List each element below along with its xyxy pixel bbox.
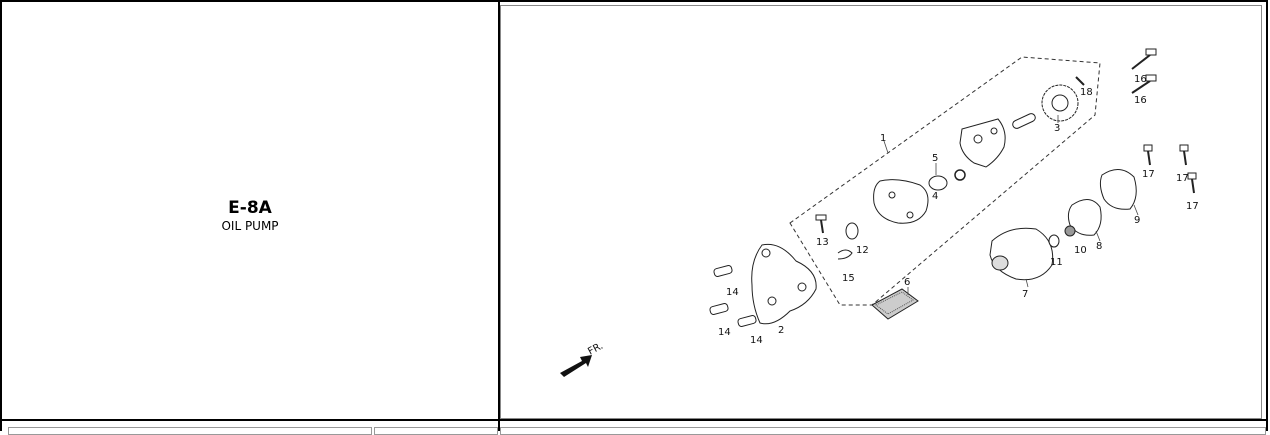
part-13-screw xyxy=(815,214,827,234)
parts-table-header-row xyxy=(2,419,1268,435)
table-cell-b xyxy=(374,427,498,435)
callout-14b: 14 xyxy=(718,327,731,338)
direction-label: FR. xyxy=(586,341,605,358)
part-7-housing xyxy=(989,227,1054,281)
part-4-inner-rotor xyxy=(954,169,966,181)
exploded-parts-diagram: FR. xyxy=(560,48,1199,377)
callout-7: 7 xyxy=(1022,289,1028,300)
part-18-pin xyxy=(1075,76,1085,86)
part-15-clip xyxy=(837,249,853,260)
callout-labels: 1 2 3 4 5 6 7 8 9 10 11 12 13 14 14 14 1… xyxy=(718,74,1199,346)
callout-6: 6 xyxy=(904,277,910,288)
part-8-gasket xyxy=(1067,199,1102,236)
callout-leaders xyxy=(883,115,1139,295)
table-cell-a xyxy=(8,427,372,435)
callout-4: 4 xyxy=(932,191,938,202)
column-divider xyxy=(498,2,500,431)
part-6-strainer xyxy=(871,288,919,320)
table-cell-c xyxy=(500,427,1266,435)
assembly-group-outline xyxy=(789,56,1101,306)
front-direction-arrow: FR. xyxy=(560,341,605,377)
callout-12: 12 xyxy=(856,245,869,256)
part-10-nut xyxy=(1064,225,1076,237)
callout-18: 18 xyxy=(1080,87,1093,98)
callout-5: 5 xyxy=(932,153,938,164)
section-code: E-8A xyxy=(228,198,272,218)
callout-11: 11 xyxy=(1050,257,1063,268)
callout-16a: 16 xyxy=(1134,74,1147,85)
callout-17b: 17 xyxy=(1176,173,1189,184)
pump-shaft xyxy=(1012,113,1036,129)
callout-10: 10 xyxy=(1074,245,1087,256)
diagram-border xyxy=(500,5,1262,419)
part-11-washer xyxy=(1048,234,1060,248)
callout-14a: 14 xyxy=(726,287,739,298)
part-2-gasket xyxy=(751,243,817,325)
callout-8: 8 xyxy=(1096,241,1102,252)
callout-14c: 14 xyxy=(750,335,763,346)
part-9-cover xyxy=(1099,169,1137,210)
part-3-sprocket xyxy=(1041,84,1079,122)
section-title-cell: E-8A OIL PUMP xyxy=(2,2,498,418)
pump-body xyxy=(959,118,1006,168)
callout-1: 1 xyxy=(880,133,886,144)
callout-16b: 16 xyxy=(1134,95,1147,106)
part-5-outer-rotor xyxy=(928,175,948,191)
callout-13: 13 xyxy=(816,237,829,248)
callout-17c: 17 xyxy=(1186,201,1199,212)
callout-17a: 17 xyxy=(1142,169,1155,180)
callout-9: 9 xyxy=(1134,215,1140,226)
part-16-bolts xyxy=(1131,48,1157,94)
section-name: OIL PUMP xyxy=(221,219,279,233)
callout-15: 15 xyxy=(842,273,855,284)
callout-2: 2 xyxy=(778,325,784,336)
callout-3: 3 xyxy=(1054,123,1060,134)
part-14-dowel-pins xyxy=(709,264,757,328)
part-17-bolts xyxy=(1143,144,1197,194)
pump-cover xyxy=(873,179,929,224)
part-12-oring xyxy=(845,222,859,240)
section-title: E-8A OIL PUMP xyxy=(2,198,498,234)
